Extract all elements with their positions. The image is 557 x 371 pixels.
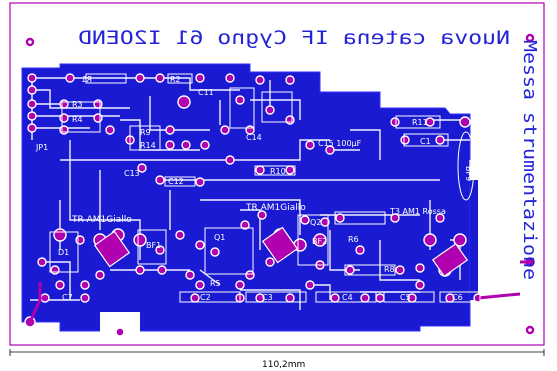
label-bfb: BF9 — [464, 166, 473, 181]
label-t3: T3 AM1 Rossa — [389, 207, 446, 216]
component-labels: R1 R2 R3 R4 R5 R6 R8 R9 R10 R11 R14 C1 C… — [35, 75, 473, 302]
label-c12: C12 — [168, 177, 184, 186]
label-r11: R11 — [412, 118, 428, 127]
board-outline — [9, 2, 545, 346]
label-r3: R3 — [72, 100, 83, 109]
dimension-line — [9, 349, 545, 356]
label-c7: C7 — [62, 293, 73, 302]
traces — [30, 77, 471, 310]
label-c14: C14 — [246, 133, 262, 142]
label-c4: C4 — [342, 293, 353, 302]
copper-right-leg — [470, 180, 478, 300]
label-c3: C3 — [262, 293, 273, 302]
label-c11: C11 — [198, 88, 214, 97]
label-r14: R14 — [140, 141, 156, 150]
label-c1: C1 — [420, 137, 431, 146]
label-c2: C2 — [200, 293, 211, 302]
label-q1: Q1 — [214, 233, 225, 242]
label-c15: C15 100µF — [318, 139, 362, 148]
label-r6: R6 — [348, 235, 359, 244]
label-r1: R1 — [81, 75, 92, 84]
label-jp1: JP1 — [35, 143, 48, 152]
label-c5: C5 — [400, 293, 411, 302]
label-r4: R4 — [72, 115, 83, 124]
label-d1: D1 — [58, 248, 69, 257]
copper-notch — [100, 312, 140, 334]
label-r5: R5 — [210, 279, 221, 288]
transformers — [93, 226, 469, 278]
label-bf1: BF1 — [146, 241, 161, 250]
dimension-label: 110,2mm — [262, 360, 305, 370]
label-tr2: TR AM1Giallo — [245, 203, 306, 213]
side-label: Messa strumentazione — [519, 40, 540, 280]
label-c6: C6 — [452, 293, 463, 302]
label-r8: R8 — [384, 265, 395, 274]
label-c13: C13 — [124, 169, 140, 178]
board-title-group: Nuova catena IF Cygno 61 I2OEND — [78, 27, 510, 49]
copper-pour — [21, 63, 471, 332]
label-r9: R9 — [140, 128, 151, 137]
mounting-holes — [25, 33, 538, 335]
label-r2: R2 — [170, 75, 181, 84]
component-outlines — [49, 73, 481, 303]
label-r10: R10 — [270, 167, 286, 176]
external-leads — [28, 260, 530, 323]
label-bf2: BF2 — [312, 237, 327, 246]
board-title: Nuova catena IF Cygno 61 I2OEND — [78, 27, 510, 49]
label-q2: Q2 — [310, 218, 321, 227]
label-tr: TR AM1Giallo — [71, 215, 132, 225]
